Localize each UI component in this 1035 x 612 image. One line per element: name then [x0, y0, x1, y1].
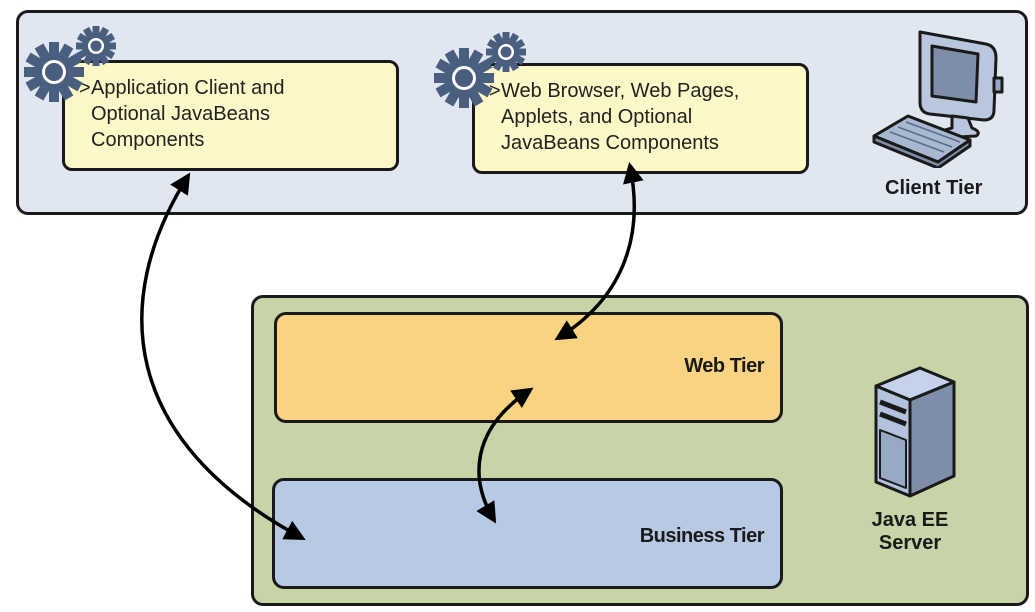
app-client-line-3: Components — [91, 129, 205, 151]
java-ee-server-label-line-2: Server — [878, 532, 942, 554]
client-tier-label: Client Tier — [885, 177, 983, 199]
web-client-line-3: JavaBeans Components — [501, 132, 719, 154]
business-tier-label: Business Tier — [639, 525, 765, 547]
app-client-line-1: Application Client and — [91, 77, 285, 99]
gears-icon — [432, 28, 532, 113]
business-tier-box: Business Tier — [272, 478, 783, 589]
caret: > — [79, 77, 91, 99]
web-tier-label: Web Tier — [684, 355, 764, 377]
server-tower-icon — [874, 366, 956, 498]
web-tier-box: Web Tier — [274, 312, 783, 423]
gears-icon — [22, 22, 122, 107]
caret: > — [489, 80, 501, 102]
java-ee-server-label: Java EE Server — [862, 509, 958, 555]
web-client-line-2: Applets, and Optional — [501, 106, 693, 128]
application-client-box: > Application Client and Optional JavaBe… — [62, 60, 399, 171]
desktop-computer-icon — [872, 30, 1004, 168]
web-client-line-1: Web Browser, Web Pages, — [501, 80, 740, 102]
app-client-line-2: Optional JavaBeans — [91, 103, 271, 125]
web-client-box: > Web Browser, Web Pages, Applets, and O… — [472, 63, 809, 174]
java-ee-server-label-line-1: Java EE — [871, 509, 949, 531]
